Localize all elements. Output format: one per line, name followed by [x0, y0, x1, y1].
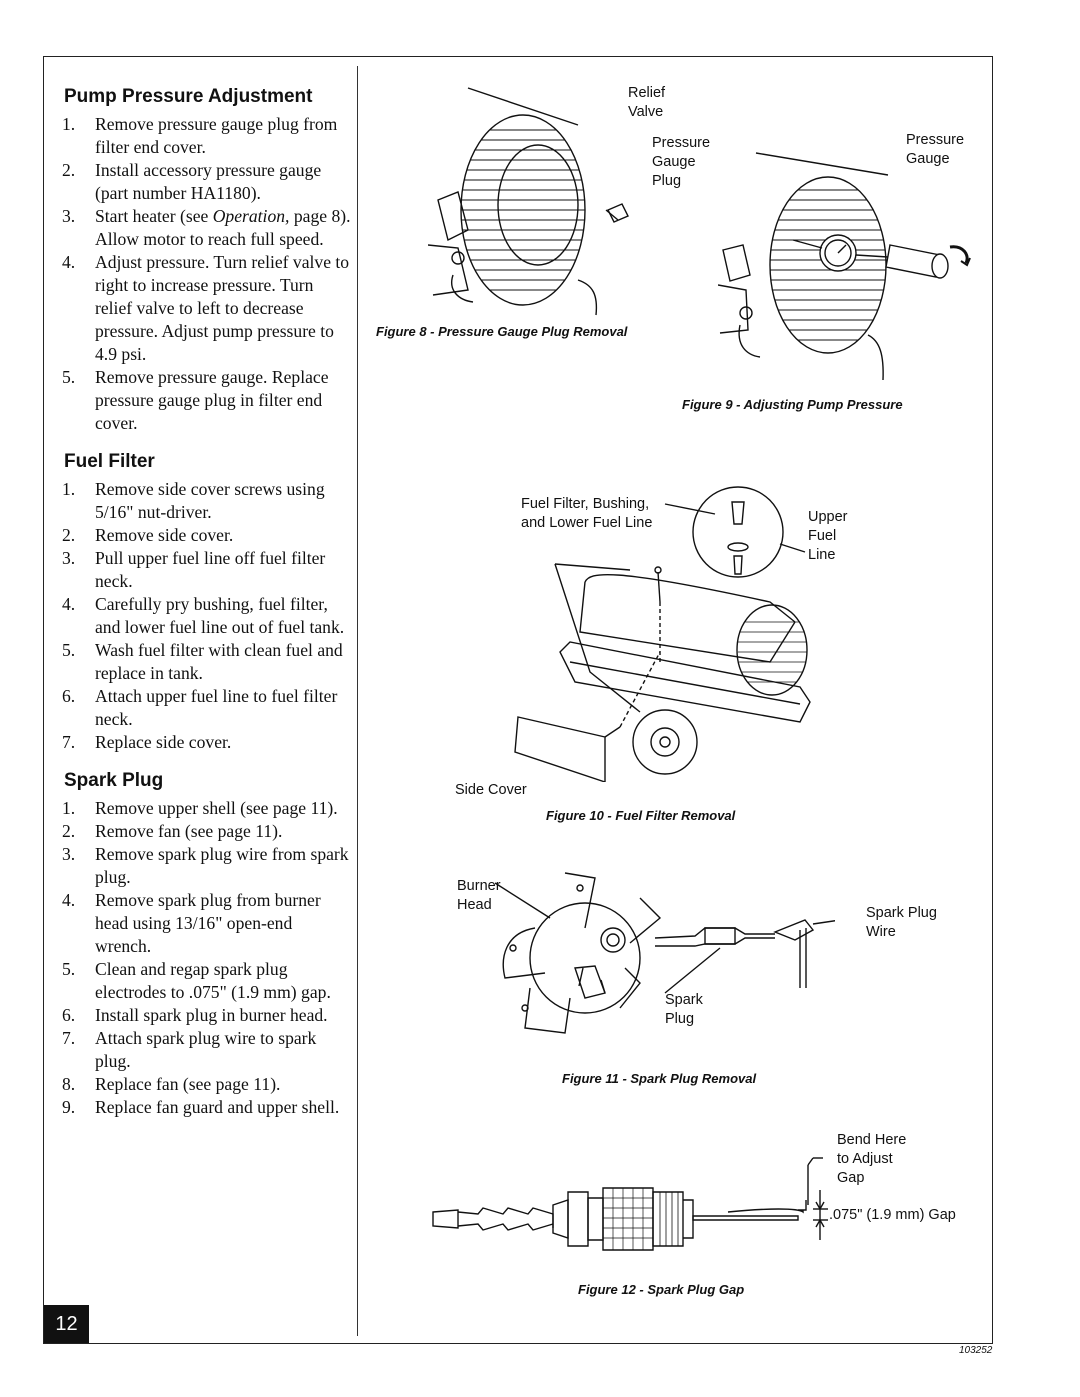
list-item: 1.Remove pressure gauge plug from filter…: [62, 114, 338, 157]
page-number: 12: [44, 1305, 89, 1343]
list-item: 4.Remove spark plug from burner head usi…: [62, 890, 321, 956]
list-item: 3.Remove spark plug wire from spark plug…: [62, 844, 349, 887]
figure-8-illustration: [428, 80, 658, 320]
gap-measurement-label: .075" (1.9 mm) Gap: [829, 1207, 956, 1223]
pump-steps: 1.Remove pressure gauge plug from filter…: [62, 113, 352, 435]
list-item: 6.Attach upper fuel line to fuel filter …: [62, 686, 338, 729]
list-item: 6.Install spark plug in burner head.: [62, 1005, 328, 1025]
page-border: [43, 56, 993, 1344]
list-item: 8.Replace fan (see page 11).: [62, 1074, 281, 1094]
list-item: 1.Remove upper shell (see page 11).: [62, 798, 338, 818]
list-item: 4.Carefully pry bushing, fuel filter, an…: [62, 594, 345, 637]
list-item: 5.Wash fuel filter with clean fuel and r…: [62, 640, 343, 683]
spark-steps: 1.Remove upper shell (see page 11). 2.Re…: [62, 797, 352, 1119]
figure-9-illustration: [718, 145, 978, 385]
figure-10-caption: Figure 10 - Fuel Filter Removal: [546, 808, 736, 823]
list-item: 3.Start heater (see Operation, page 8). …: [62, 206, 351, 249]
list-item: 7.Attach spark plug wire to spark plug.: [62, 1028, 317, 1071]
document-code: 103252: [959, 1345, 993, 1356]
figure-11-illustration: [495, 868, 835, 1043]
figure-9-caption: Figure 9 - Adjusting Pump Pressure: [682, 397, 903, 412]
list-item: 3.Pull upper fuel line off fuel filter n…: [62, 548, 326, 591]
fuel-filter-label: Fuel Filter, Bushing,and Lower Fuel Line: [521, 496, 653, 531]
list-item: 2.Remove fan (see page 11).: [62, 821, 283, 841]
figure-10-illustration: [500, 472, 830, 782]
section-title-spark-plug: Spark Plug: [64, 770, 164, 791]
figure-11-caption: Figure 11 - Spark Plug Removal: [562, 1071, 757, 1086]
list-item: 4.Adjust pressure. Turn relief valve to …: [62, 252, 350, 364]
section-title-pump-pressure: Pump Pressure Adjustment: [64, 86, 313, 107]
column-divider: [357, 66, 358, 1336]
section-title-fuel-filter: Fuel Filter: [64, 451, 155, 472]
operation-reference: Operation,: [212, 206, 290, 226]
list-item: 7.Replace side cover.: [62, 732, 232, 752]
figure-12-caption: Figure 12 - Spark Plug Gap: [578, 1282, 745, 1297]
list-item: 5.Clean and regap spark plug electrodes …: [62, 959, 331, 1002]
list-item: 5.Remove pressure gauge. Replace pressur…: [62, 367, 329, 433]
instructions-column: Pump Pressure Adjustment 1.Remove pressu…: [62, 84, 352, 1119]
figure-8-caption: Figure 8 - Pressure Gauge Plug Removal: [376, 324, 628, 339]
list-item: 2.Remove side cover.: [62, 525, 234, 545]
side-cover-label: Side Cover: [455, 782, 527, 798]
figure-12-illustration: [428, 1130, 838, 1270]
list-item: 9.Replace fan guard and upper shell.: [62, 1097, 340, 1117]
list-item: 2.Install accessory pressure gauge (part…: [62, 160, 322, 203]
